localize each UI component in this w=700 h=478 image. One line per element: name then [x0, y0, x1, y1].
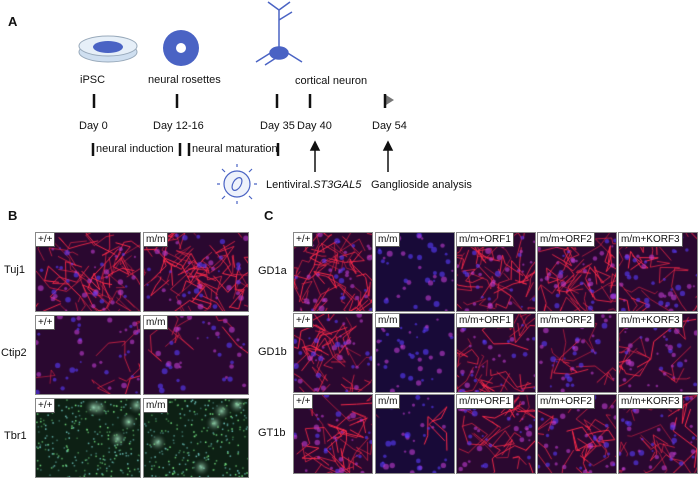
- genotype-tag: +/+: [294, 395, 314, 409]
- genotype-tag: +/+: [294, 314, 314, 328]
- genotype-tag: m/m+ORF2: [538, 395, 595, 409]
- micrograph: m/m+ORF2: [537, 232, 617, 312]
- micrograph: +/+: [293, 313, 373, 393]
- phase-label: neural induction: [96, 143, 174, 155]
- stage-label: neural rosettes: [148, 74, 221, 86]
- day-label: Day 35: [260, 120, 295, 132]
- micrograph: m/m: [143, 315, 249, 395]
- panel-b-label: B: [8, 208, 18, 223]
- genotype-tag: m/m+ORF2: [538, 314, 595, 328]
- virus-icon: [217, 164, 257, 204]
- day-label: Day 12-16: [153, 120, 204, 132]
- timeline-diagram: [75, 1, 394, 204]
- lentiviral-prefix: Lentiviral.: [266, 179, 314, 191]
- genotype-tag: m/m: [376, 314, 401, 328]
- day-label: Day 40: [297, 120, 332, 132]
- micrograph: m/m+KORF3: [618, 232, 698, 312]
- micrograph: +/+: [35, 398, 141, 478]
- genotype-tag: +/+: [294, 233, 314, 247]
- stage-label: cortical neuron: [295, 75, 368, 87]
- micrograph: +/+: [293, 394, 373, 474]
- genotype-tag: m/m: [376, 395, 401, 409]
- genotype-tag: m/m+KORF3: [619, 233, 683, 247]
- genotype-tag: m/m+KORF3: [619, 395, 683, 409]
- genotype-tag: m/m+ORF1: [457, 395, 514, 409]
- genotype-tag: m/m+ORF1: [457, 233, 514, 247]
- arrows: [309, 140, 394, 172]
- micrograph: m/m: [143, 232, 249, 312]
- marker-label: GT1b: [258, 427, 286, 439]
- petri-dish-icon: [78, 35, 138, 63]
- micrograph: m/m+KORF3: [618, 394, 698, 474]
- gene-name: ST3GAL5: [313, 179, 362, 191]
- micrograph: m/m+KORF3: [618, 313, 698, 393]
- micrograph: m/m+ORF1: [456, 232, 536, 312]
- day-label: Day 54: [372, 120, 407, 132]
- genotype-tag: m/m: [376, 233, 401, 247]
- day-label: Day 0: [79, 120, 108, 132]
- analysis-label: Ganglioside analysis: [371, 179, 472, 191]
- micrograph: m/m+ORF1: [456, 394, 536, 474]
- timeline-ticks: [91, 94, 387, 156]
- micrograph: m/m+ORF2: [537, 394, 617, 474]
- panel-a-label: A: [8, 14, 18, 29]
- micrograph: m/m: [375, 232, 455, 312]
- genotype-tag: m/m+ORF1: [457, 314, 514, 328]
- rosette-icon: [163, 30, 199, 66]
- marker-label: Tuj1: [4, 264, 25, 276]
- micrograph: m/m: [143, 398, 249, 478]
- micrograph: +/+: [35, 315, 141, 395]
- neuron-icon: [255, 1, 303, 66]
- genotype-tag: +/+: [36, 316, 56, 330]
- genotype-tag: m/m: [144, 399, 169, 413]
- phase-label: neural maturation: [192, 143, 278, 155]
- marker-label: Ctip2: [1, 347, 27, 359]
- marker-label: Tbr1: [4, 430, 27, 442]
- lentiviral-label: Lentiviral.ST3GAL5: [266, 179, 361, 191]
- genotype-tag: +/+: [36, 399, 56, 413]
- stage-label: iPSC: [80, 74, 106, 86]
- genotype-tag: m/m: [144, 316, 169, 330]
- micrograph: m/m: [375, 313, 455, 393]
- panel-c-label: C: [264, 208, 274, 223]
- micrograph: m/m+ORF1: [456, 313, 536, 393]
- marker-label: GD1b: [258, 346, 287, 358]
- genotype-tag: +/+: [36, 233, 56, 247]
- micrograph: m/m+ORF2: [537, 313, 617, 393]
- micrograph: +/+: [35, 232, 141, 312]
- micrograph: +/+: [293, 232, 373, 312]
- marker-label: GD1a: [258, 265, 287, 277]
- genotype-tag: m/m: [144, 233, 169, 247]
- micrograph: m/m: [375, 394, 455, 474]
- genotype-tag: m/m+KORF3: [619, 314, 683, 328]
- genotype-tag: m/m+ORF2: [538, 233, 595, 247]
